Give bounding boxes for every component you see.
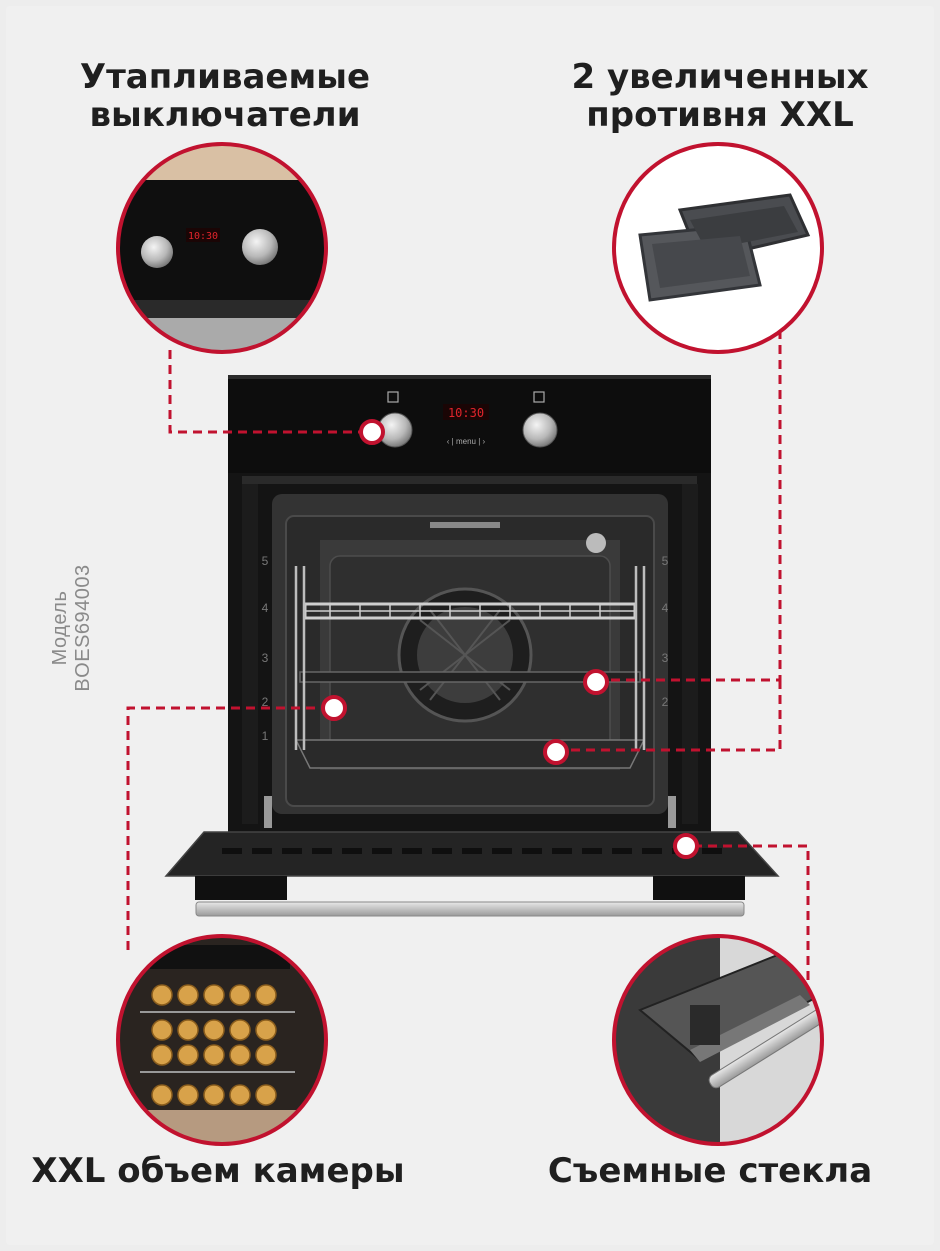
callout-dot-tray-lower — [543, 739, 569, 765]
caption-xxl-trays: 2 увеличенных противня XXL — [555, 58, 885, 134]
caption-line: выключатели — [89, 95, 361, 136]
tray-lower — [294, 739, 646, 769]
detail-circle-trays — [612, 142, 824, 354]
level-label: 5 — [262, 554, 269, 568]
caption-line: 2 увеличенных — [571, 57, 869, 97]
callout-volume — [126, 706, 334, 950]
callout-dot-volume — [321, 695, 347, 721]
door-vents — [222, 848, 722, 854]
detail-circle-glass — [612, 934, 824, 1146]
detail-circle-volume — [116, 934, 328, 1146]
callout-dot-switches — [359, 419, 385, 445]
display-menu-row: ‹ | menu | › — [447, 437, 486, 446]
display-window — [443, 404, 489, 420]
caption-line: Утапливаемые — [79, 57, 371, 97]
callout-switches — [168, 350, 370, 434]
level-label: 2 — [262, 695, 269, 709]
level-label: 2 — [662, 695, 669, 709]
caption-heated-switches: Утапливаемые выключатели — [60, 58, 390, 134]
callout-dot-glass — [673, 833, 699, 859]
closeup-display-time: 10:30 — [188, 231, 218, 242]
knob-right[interactable] — [522, 412, 558, 448]
caption-line: противня XXL — [586, 95, 854, 136]
mode-icon — [387, 391, 399, 403]
callout-glass — [686, 844, 810, 980]
caption-removable-glass: Съемные стекла — [547, 1151, 873, 1191]
door-handle[interactable] — [195, 901, 745, 917]
oven: 10:30 ‹ | menu | › — [164, 375, 780, 917]
tray-upper — [299, 671, 641, 683]
level-label: 4 — [662, 601, 669, 615]
callout-trays-lower — [556, 680, 782, 752]
rack-rails — [294, 566, 646, 750]
display-time: 10:30 — [448, 406, 484, 420]
muffins — [151, 984, 277, 1106]
callout-lines — [126, 330, 810, 980]
level-label: 3 — [662, 651, 669, 665]
caption-xxl-volume: XXL объем камеры — [31, 1151, 405, 1191]
level-label: 1 — [262, 729, 269, 743]
callout-dot-tray-upper — [583, 669, 609, 695]
callout-dots — [321, 419, 699, 859]
control-panel — [228, 375, 711, 473]
level-label: 4 — [262, 601, 269, 615]
level-label: 3 — [262, 651, 269, 665]
temperature-icon — [533, 391, 545, 403]
detail-circle-switches: 10:30 — [116, 142, 328, 354]
glass-handle — [708, 1005, 822, 1089]
rack-level-numbers: 5 4 3 2 1 5 4 3 2 — [262, 554, 669, 743]
level-label: 5 — [662, 554, 669, 568]
